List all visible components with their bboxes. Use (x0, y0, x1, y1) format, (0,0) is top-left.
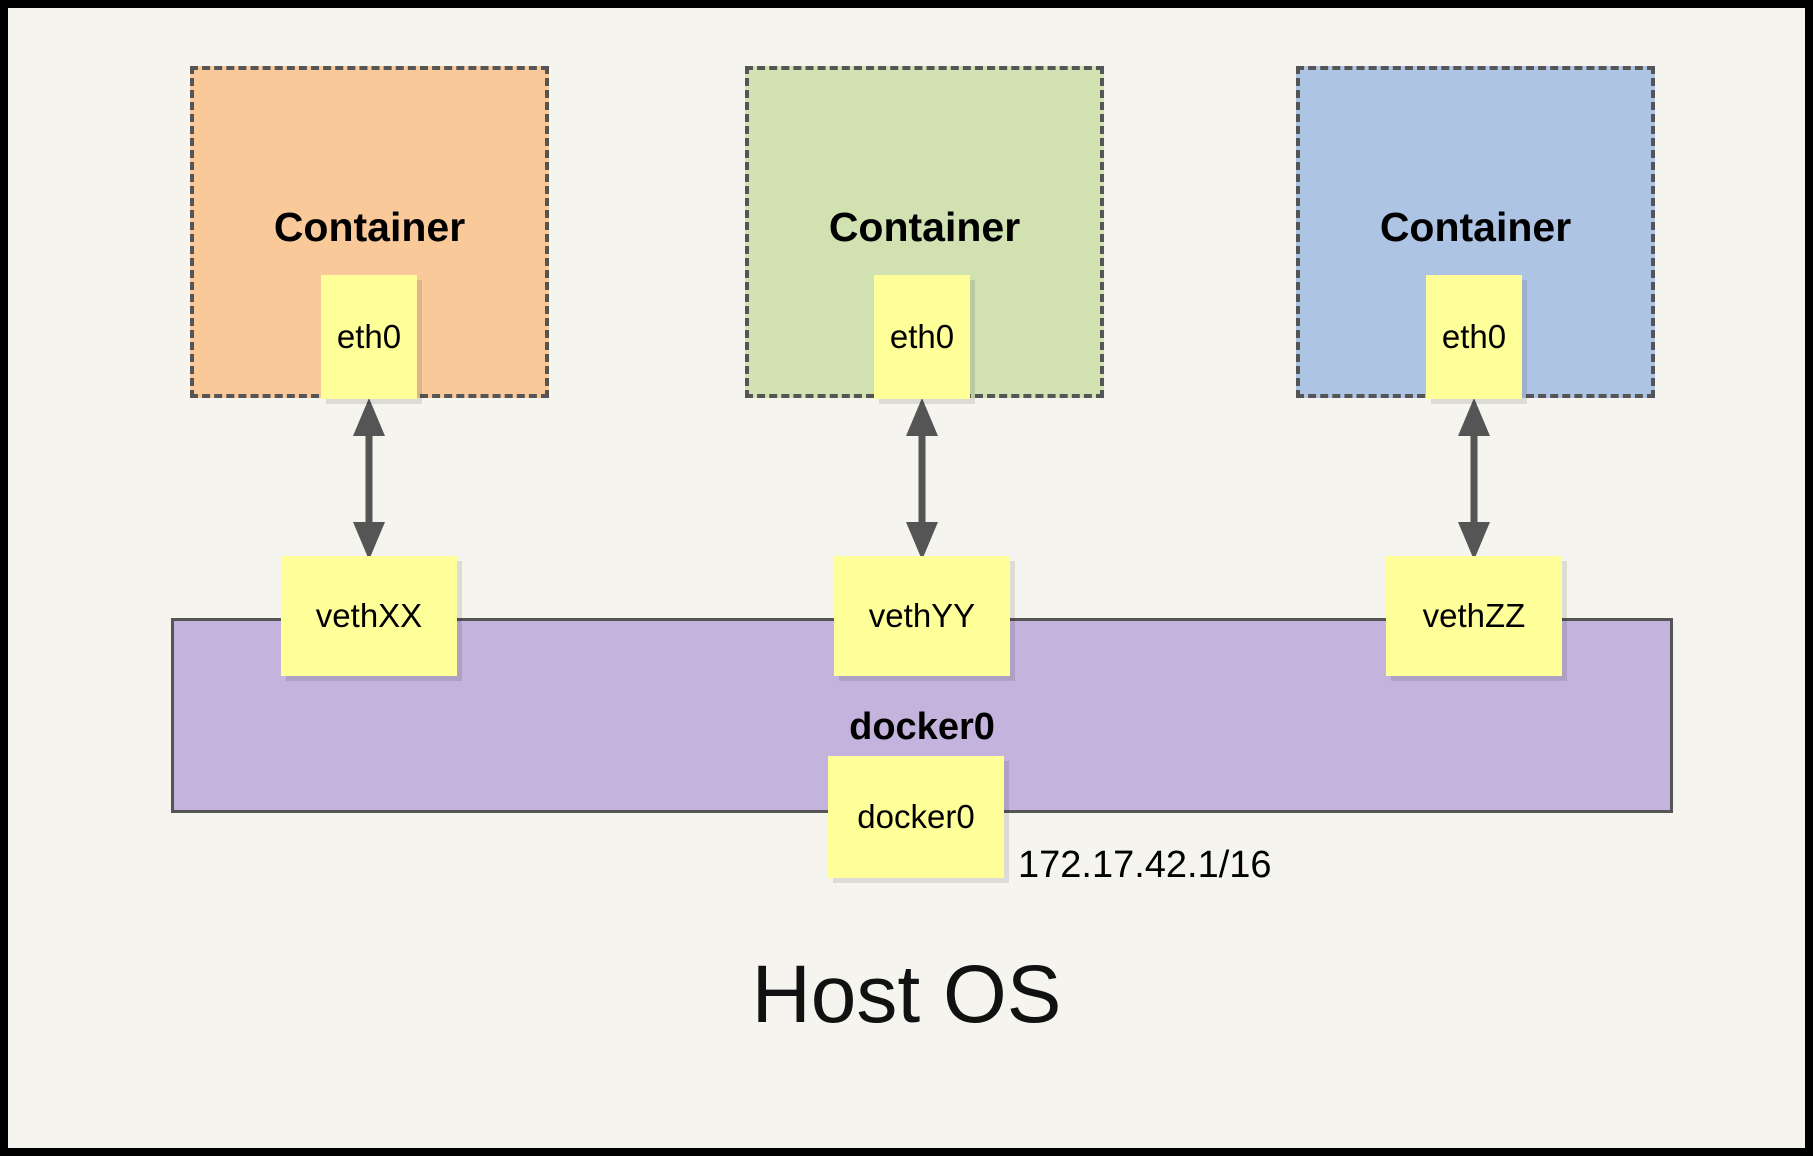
veth-label-2: vethYY (868, 597, 976, 634)
eth0-box-3: eth0 (1426, 275, 1522, 399)
veth-link-arrow-3 (1457, 398, 1491, 560)
docker0-interface-label: docker0 (857, 798, 975, 835)
container-title-3: Container (1379, 204, 1572, 250)
docker0-interface-box: docker0 (828, 756, 1004, 878)
eth0-box-2: eth0 (874, 275, 970, 399)
docker0-ip-address: 172.17.42.1/16 (1018, 844, 1272, 886)
docker0-bridge-label: docker0 (849, 706, 995, 748)
veth-box-1: vethXX (281, 556, 457, 676)
eth0-box-1: eth0 (321, 275, 417, 399)
veth-link-arrow-1 (352, 398, 386, 560)
eth0-label-3: eth0 (1441, 318, 1507, 355)
veth-label-1: vethXX (315, 597, 423, 634)
container-title-1: Container (273, 204, 466, 250)
veth-box-2: vethYY (834, 556, 1010, 676)
veth-box-3: vethZZ (1386, 556, 1562, 676)
veth-label-3: vethZZ (1422, 597, 1526, 634)
host-os-label: Host OS (751, 949, 1062, 1040)
eth0-label-1: eth0 (336, 318, 402, 355)
veth-link-arrow-2 (905, 398, 939, 560)
eth0-label-2: eth0 (889, 318, 955, 355)
container-title-2: Container (828, 204, 1021, 250)
